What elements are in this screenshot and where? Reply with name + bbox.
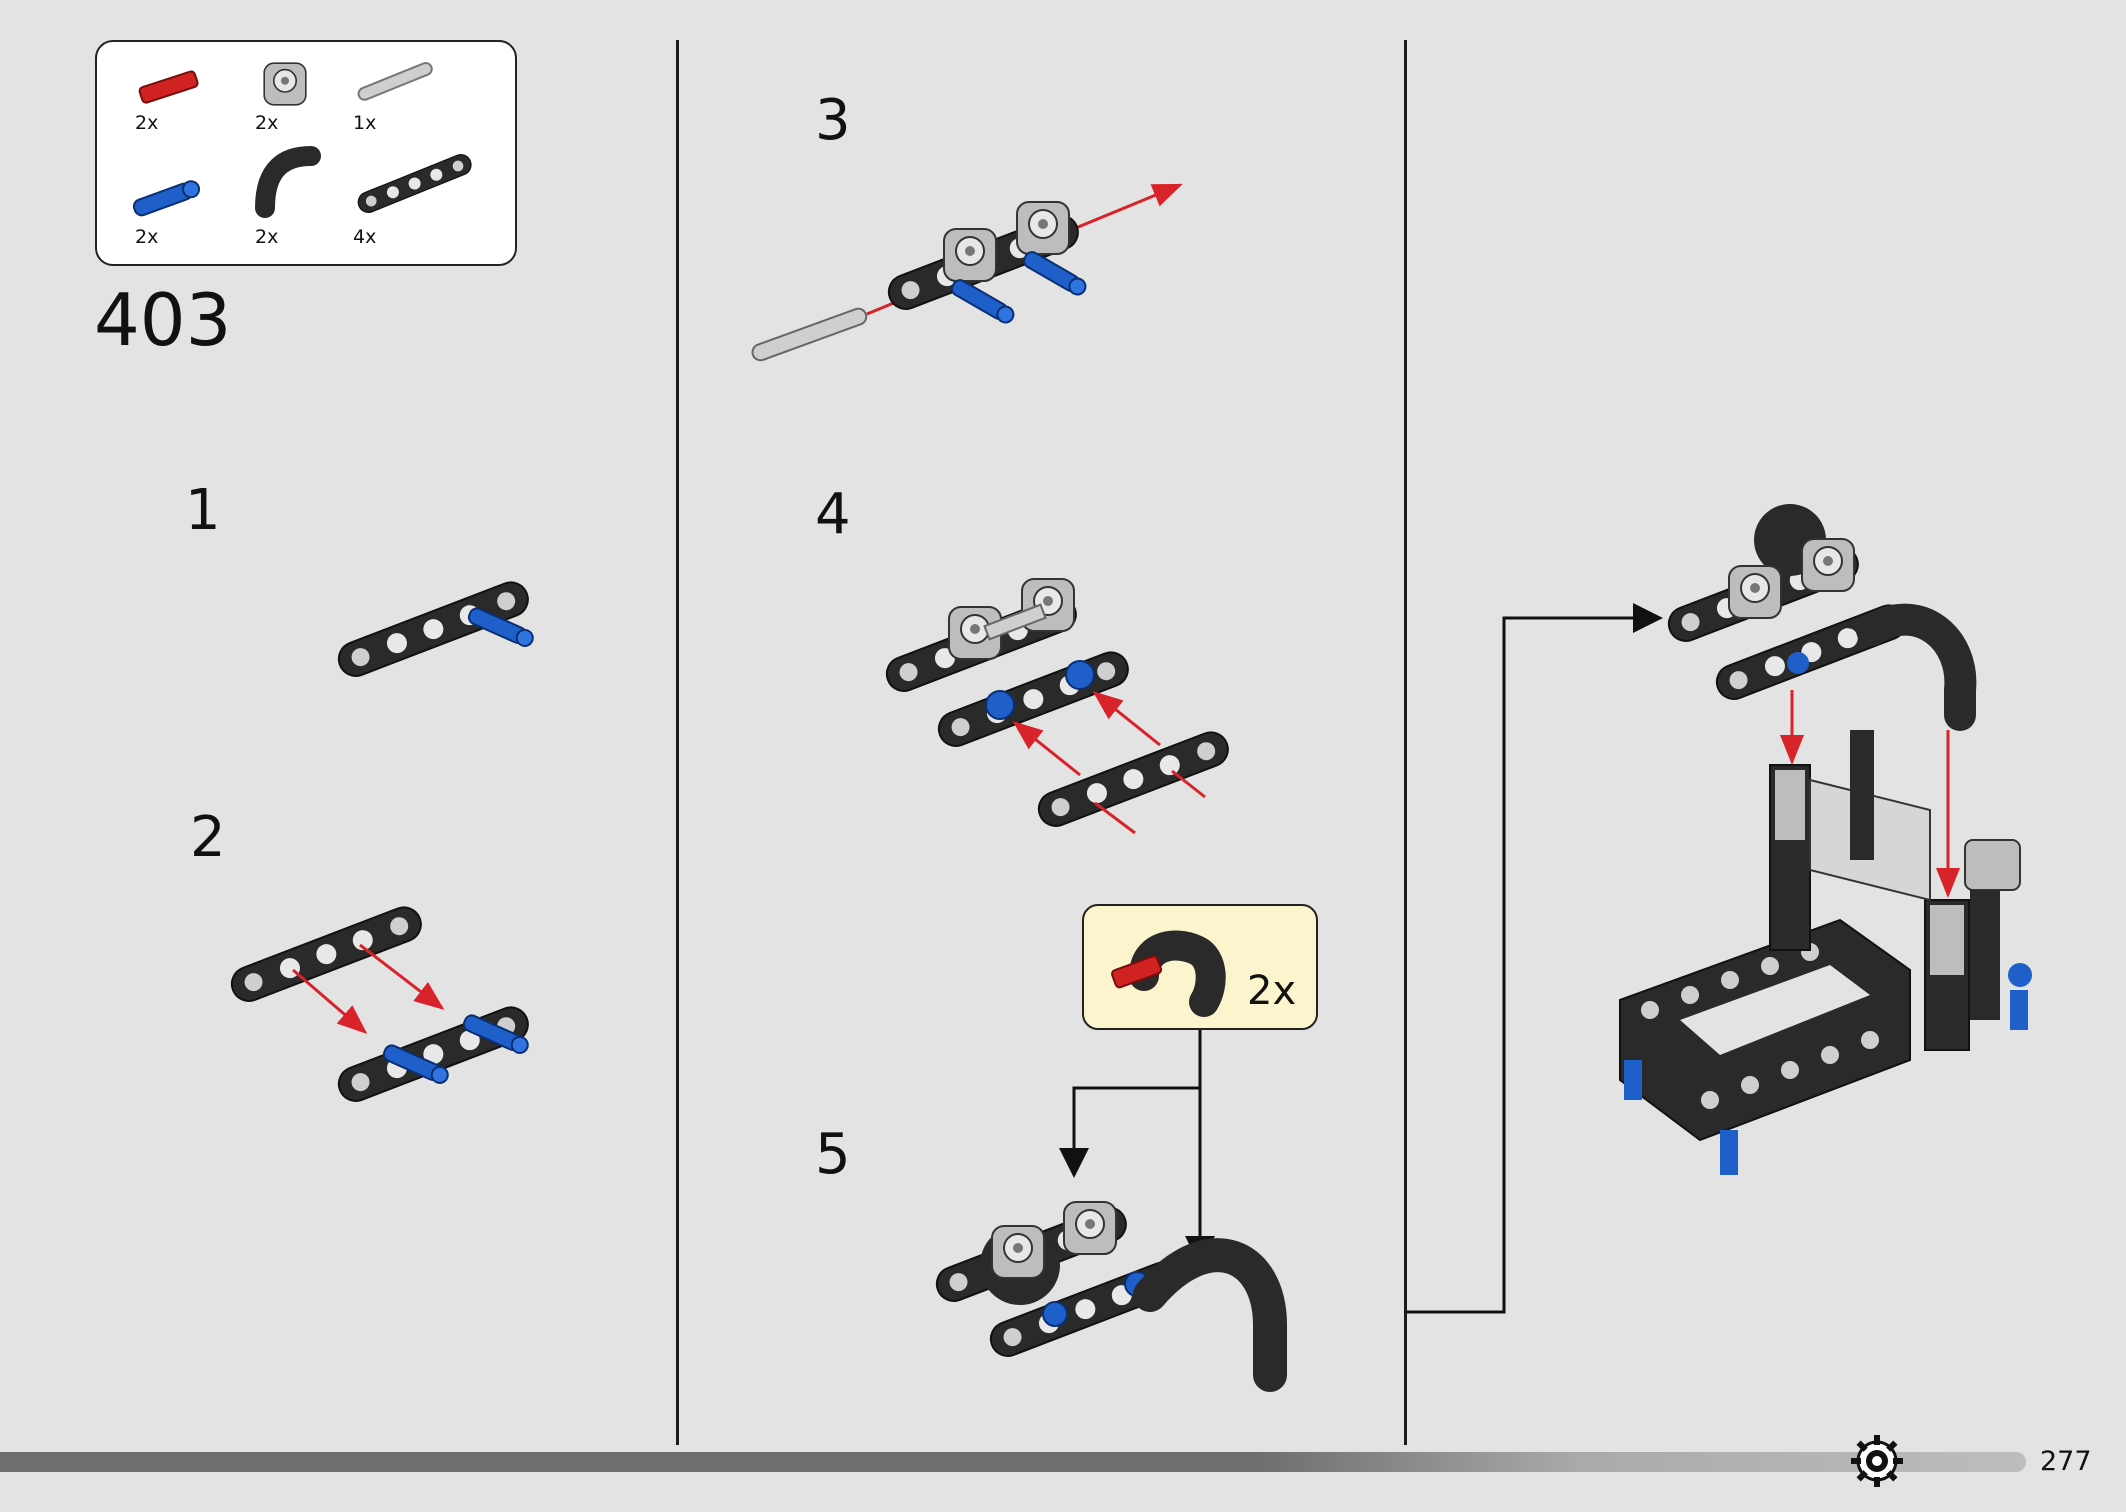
parts-list-item: 2x	[255, 62, 365, 140]
callout-quantity: 2x	[1247, 968, 1297, 1014]
blue-pin-icon	[130, 177, 203, 219]
gear-icon	[1851, 1435, 1903, 1487]
part-qty: 1x	[353, 112, 377, 134]
part-qty: 2x	[255, 112, 279, 134]
part-qty: 2x	[135, 226, 159, 248]
step-4-illustration	[880, 578, 1234, 835]
column-divider-left	[676, 40, 679, 1445]
gray-axle-icon	[357, 62, 433, 101]
parts-list-item: 4x	[353, 150, 493, 254]
part-qty: 2x	[255, 226, 279, 248]
step-number-5: 5	[815, 1122, 851, 1187]
parts-list-item: 2x	[255, 146, 365, 254]
sub-assembly-callout: 2x	[1082, 904, 1318, 1030]
parts-list-item: 1x	[353, 62, 463, 140]
progress-bar	[0, 1452, 2026, 1472]
parts-list-box: 2x 2x 1x 2x 2x 4x	[95, 40, 517, 266]
callout-connector-lines	[1059, 1030, 1215, 1266]
hose-with-pin-icon	[1111, 930, 1226, 1017]
step-number-2: 2	[190, 805, 226, 870]
axle-connector-icon	[263, 62, 307, 106]
curved-hose-icon	[255, 146, 321, 218]
step-2-illustration	[225, 901, 534, 1107]
step-number-4: 4	[815, 482, 851, 547]
step-5-illustration	[930, 1201, 1250, 1390]
step-number-1: 1	[185, 478, 221, 543]
part-qty: 4x	[353, 226, 377, 248]
part-qty: 2x	[135, 112, 159, 134]
parts-list-item: 2x	[130, 174, 245, 254]
page-number: 277	[2040, 1446, 2092, 1477]
parts-list-item: 2x	[135, 70, 245, 140]
assembly-connector-line	[1404, 603, 1663, 1314]
black-beam-icon	[354, 150, 475, 217]
final-assembly-illustration	[1619, 504, 2032, 1175]
red-axle-pin-icon	[138, 70, 199, 104]
step-3-illustration	[751, 183, 1183, 362]
step-number-3: 3	[815, 88, 851, 153]
page-step-number: 403	[94, 278, 232, 362]
step-1-illustration	[332, 576, 537, 682]
column-divider-right	[1404, 40, 1407, 1445]
